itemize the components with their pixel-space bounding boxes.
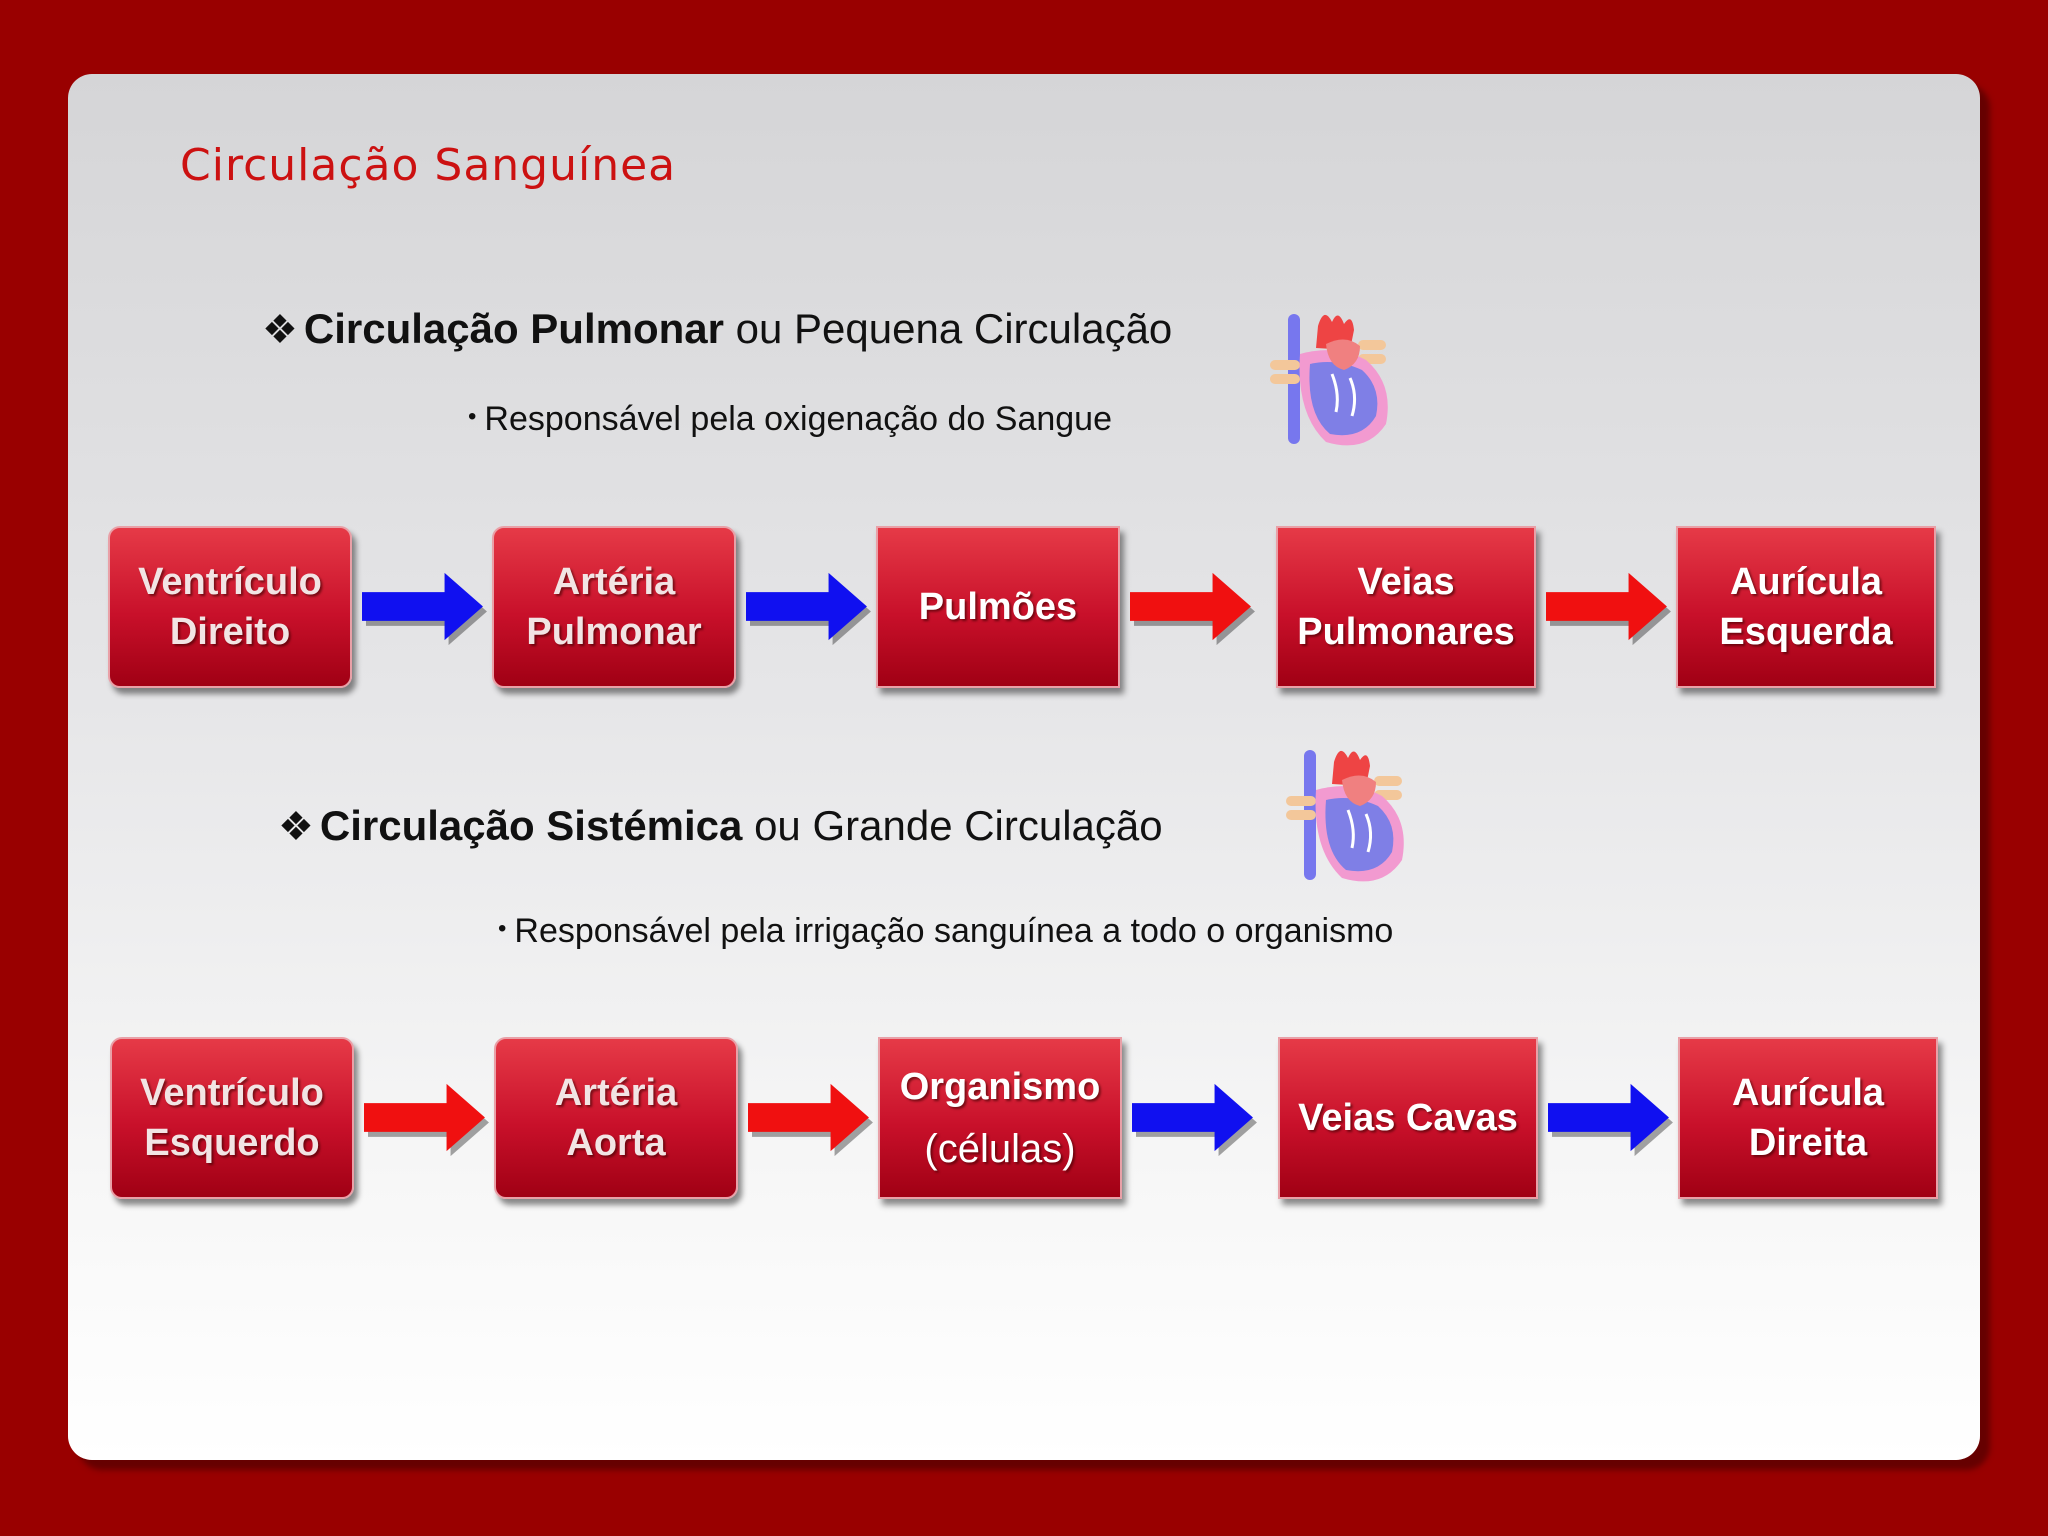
systemic-heading: ❖Circulação Sistémica ou Grande Circulaç… [278,802,1163,850]
flow-box-label: Pulmonar [526,611,702,653]
flow-arrow-icon [364,1083,489,1156]
pulmonary-heading-rest: ou Pequena Circulação [735,305,1173,352]
flow-box-label: Esquerda [1719,611,1893,653]
slide [68,74,1980,1460]
flow-box-label: Aurícula [1729,561,1883,603]
flow-box-right-atrium: Aurícula Direita [1678,1037,1938,1199]
systemic-heading-bold: Circulação Sistémica [319,802,743,849]
flow-box-label: Aurícula [1731,1072,1885,1114]
flow-box-label: Direita [1748,1122,1868,1164]
flow-box-label: Pulmonares [1297,611,1515,653]
slide-title: Circulação Sanguínea [180,140,677,191]
pulmonary-description: • Responsável pela oxigenação do Sangue [468,400,1112,439]
heart-anatomy-icon [1286,750,1404,882]
flow-box-lungs: Pulmões [876,526,1120,688]
flow-box-label: Veias Cavas [1298,1097,1518,1139]
bullet-dot-icon: • [468,403,477,430]
flow-arrow-icon [1548,1083,1673,1156]
four-diamond-bullet-icon: ❖ [262,308,298,352]
flow-box-label: Aorta [566,1122,666,1164]
flow-box-organism: Organismo (células) [878,1037,1122,1199]
flow-box-label: Pulmões [918,586,1078,628]
systemic-description: • Responsável pela irrigação sanguínea a … [498,912,1393,951]
flow-arrow-icon [746,572,871,645]
pulmonary-description-text: Responsável pela oxigenação do Sangue [484,400,1112,438]
flow-arrow-icon [748,1083,873,1156]
flow-box-label: Ventrículo [138,561,322,603]
pulmonary-heading-bold: Circulação Pulmonar [303,305,724,352]
flow-arrow-icon [1132,1083,1257,1156]
four-diamond-bullet-icon: ❖ [278,805,314,849]
flow-box-label: Esquerdo [144,1122,320,1164]
flow-arrow-icon [362,572,487,645]
flow-box-left-ventricle: Ventrículo Esquerdo [110,1037,354,1199]
systemic-heading-rest: ou Grande Circulação [754,802,1163,849]
flow-box-label: Direito [169,611,291,653]
flow-box-label: Ventrículo [140,1072,324,1114]
flow-box-pulmonary-veins: Veias Pulmonares [1276,526,1536,688]
systemic-description-text: Responsável pela irrigação sanguínea a t… [514,912,1394,950]
flow-box-label: Organismo [899,1066,1101,1108]
flow-box-label: Artéria [552,561,676,603]
flow-box-right-ventricle: Ventrículo Direito [108,526,352,688]
flow-box-pulmonary-artery: Artéria Pulmonar [492,526,736,688]
flow-box-label: Veias [1357,561,1455,603]
flow-box-label: Artéria [554,1072,678,1114]
flow-arrow-icon [1546,572,1671,645]
flow-arrow-icon [1130,572,1255,645]
flow-box-left-atrium: Aurícula Esquerda [1676,526,1936,688]
flow-box-aorta: Artéria Aorta [494,1037,738,1199]
bullet-dot-icon: • [498,915,507,942]
flow-box-label: (células) [924,1127,1076,1171]
pulmonary-heading: ❖Circulação Pulmonar ou Pequena Circulaç… [262,305,1172,353]
flow-box-vena-cava: Veias Cavas [1278,1037,1538,1199]
heart-anatomy-icon [1270,314,1388,446]
